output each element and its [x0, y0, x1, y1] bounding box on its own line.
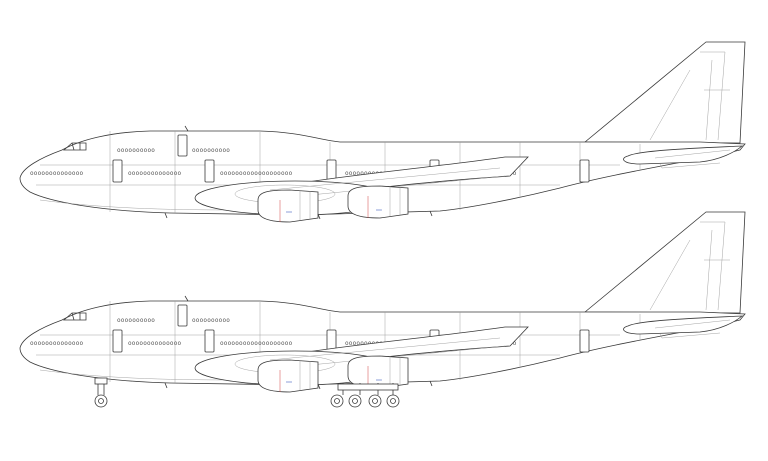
main-landing-gear	[330, 383, 400, 408]
aircraft-gear-extended	[19, 211, 746, 408]
aircraft-gear-retracted	[19, 41, 746, 223]
nose-landing-gear	[94, 377, 108, 408]
